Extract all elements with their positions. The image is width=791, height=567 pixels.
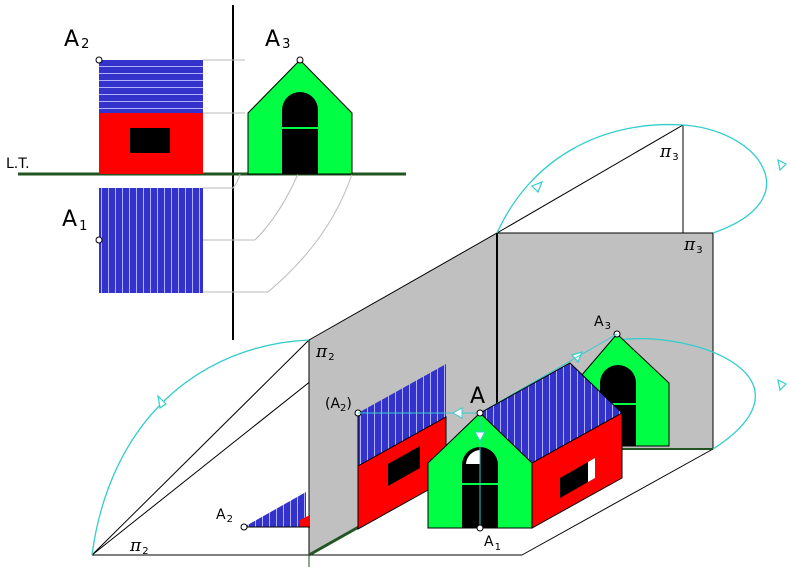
label-pi3-arc: π3 — [659, 142, 679, 163]
front-view-roof — [99, 60, 203, 113]
label-pi3-wall: π3 — [683, 235, 703, 256]
label-a1-iso: A1 — [484, 534, 501, 553]
point-a3-marker — [296, 56, 304, 64]
wall-projection-window — [388, 446, 420, 486]
house-a-marker — [476, 409, 484, 417]
label-pi2-floor: π2 — [129, 536, 149, 557]
floor-projection-roof — [244, 492, 306, 527]
construction-lines — [203, 59, 353, 293]
label-a-main: A — [470, 384, 485, 409]
label-a2-floor: A2 — [216, 507, 233, 525]
front-view-window — [130, 128, 170, 153]
label-a2-paren: (A2) — [325, 396, 352, 414]
wall-projection-roof — [358, 364, 446, 466]
floor-projection-wall — [300, 515, 310, 527]
ground-line-label: L.T. — [6, 156, 30, 172]
label-pi2-wall: π2 — [315, 342, 335, 363]
floor-a2-marker — [240, 523, 248, 531]
house-a1-marker — [476, 524, 484, 532]
house-side-window — [560, 458, 595, 498]
point-a2-marker — [95, 56, 103, 64]
rotation-arcs — [91, 123, 768, 556]
label-a3-iso: A3 — [594, 314, 611, 332]
top-view-roof — [99, 188, 203, 293]
side-view-door — [282, 92, 318, 174]
isometric-view: π2 π3 π3 π2 (A2) A A3 A1 A2 — [91, 123, 788, 567]
point-a1-marker — [95, 236, 103, 244]
house-3d — [427, 362, 623, 532]
